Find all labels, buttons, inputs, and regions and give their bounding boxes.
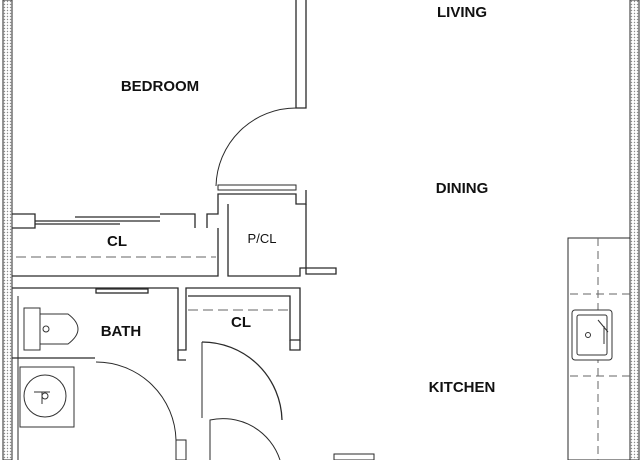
kitchen-sink-fixture — [571, 309, 613, 361]
room-label-bedroom-closet: CL — [107, 233, 127, 250]
kitchen-sink-drain — [585, 332, 591, 338]
hall-closet — [188, 309, 301, 421]
entry-door-swing-arc — [209, 418, 281, 460]
bedroom-door — [215, 107, 297, 191]
pantry-closet-outline — [227, 204, 337, 277]
room-label-bedroom: BEDROOM — [121, 78, 199, 95]
bath-sink-faucet — [34, 391, 50, 404]
left-exterior-wall — [2, 0, 13, 460]
bedroom-door-leaf — [217, 184, 297, 191]
bedroom-south-wall-right — [206, 190, 307, 228]
pantry-closet — [227, 204, 337, 277]
right-exterior-wall — [629, 0, 640, 460]
bath-door — [95, 361, 187, 460]
bath-sink-drain — [41, 392, 49, 400]
hall-wall-lower — [289, 340, 301, 351]
room-label-kitchen: KITCHEN — [429, 379, 496, 396]
entry-door-leaf — [333, 453, 375, 460]
hall-closet-door-swing-arc — [201, 341, 283, 421]
kitchen-sink-faucet — [597, 319, 609, 344]
bath-outline — [12, 287, 301, 351]
bedroom-south-wall-mid — [160, 213, 196, 228]
room-label-dining: DINING — [436, 180, 489, 197]
kitchen-counter-outline — [567, 237, 631, 460]
bath — [12, 287, 301, 460]
room-label-hall-closet: CL — [231, 314, 251, 331]
bedroom-door-swing-arc — [215, 107, 297, 187]
bedroom-closet-outline — [12, 228, 219, 277]
toilet-fixture — [23, 307, 79, 351]
bedroom-closet — [12, 228, 219, 277]
toilet-bowl — [39, 313, 79, 345]
kitchen-sink-basin-inner — [576, 314, 608, 356]
bedroom-south-wall — [12, 213, 36, 229]
room-labels: LIVING BEDROOM DINING CL P/CL BATH CL KI… — [101, 4, 496, 396]
bedroom-right-wall — [295, 0, 307, 109]
room-label-pantry-closet: P/CL — [248, 231, 277, 246]
bedroom-walls — [12, 0, 307, 229]
bath-door-leaf — [175, 439, 187, 460]
toilet-flush-knob — [42, 325, 50, 333]
bath-sink-fixture — [19, 366, 75, 428]
room-label-bath: BATH — [101, 323, 142, 340]
bath-south-wall-right — [177, 350, 186, 361]
bath-window — [95, 288, 149, 294]
toilet-tank — [23, 307, 41, 351]
room-label-living: LIVING — [437, 4, 487, 21]
entry-door — [209, 418, 375, 460]
bath-door-swing-arc — [95, 361, 177, 441]
